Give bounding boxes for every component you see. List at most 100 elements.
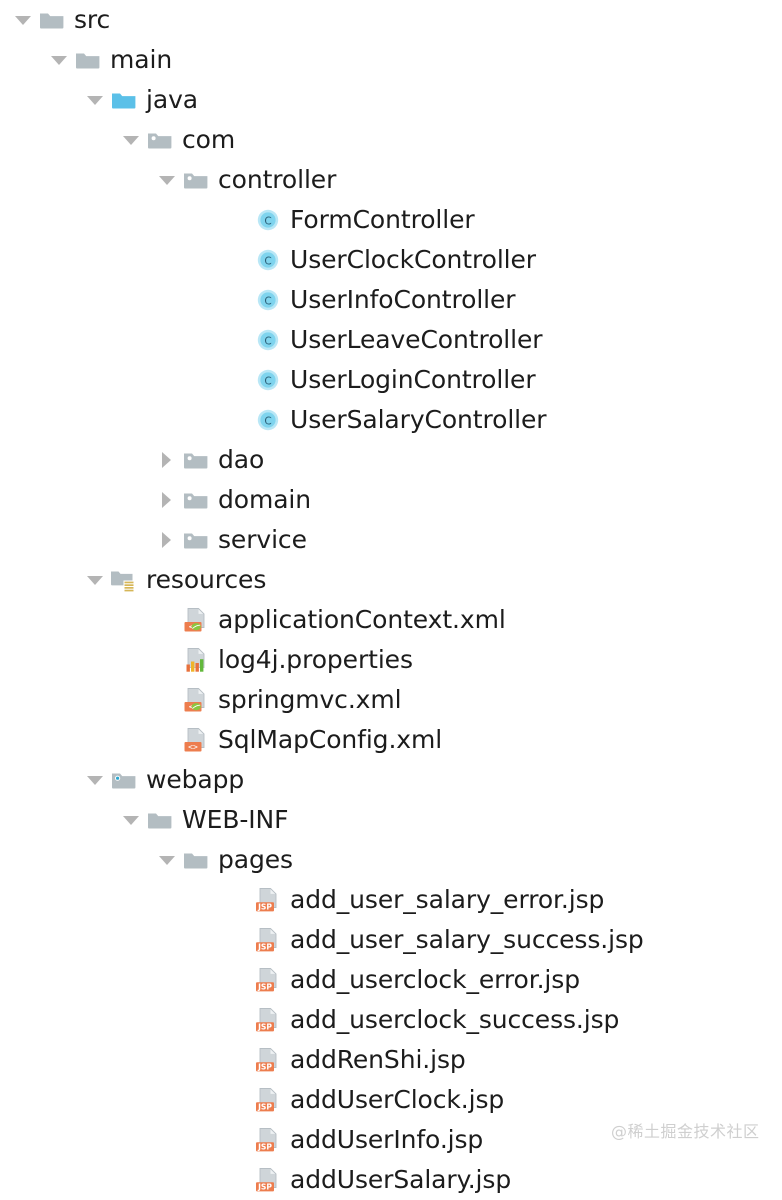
toggle-spacer: [228, 1169, 250, 1191]
chevron-down-icon[interactable]: [120, 809, 142, 831]
toggle-spacer: [228, 329, 250, 351]
chevron-right-icon[interactable]: [156, 529, 178, 551]
folder-package-icon: [182, 526, 210, 554]
java-class-icon: C: [254, 286, 282, 314]
xml-file-icon: <>: [182, 726, 210, 754]
tree-row[interactable]: JSP add_user_salary_error.jsp: [0, 880, 782, 920]
tree-row-label: add_user_salary_error.jsp: [290, 885, 605, 914]
svg-text:JSP: JSP: [257, 1183, 272, 1192]
chevron-down-icon[interactable]: [84, 769, 106, 791]
tree-row-label: add_userclock_success.jsp: [290, 1005, 620, 1034]
tree-row-label: com: [182, 125, 236, 154]
jsp-file-icon: JSP: [254, 1006, 282, 1034]
tree-row-label: pages: [218, 845, 293, 874]
tree-row[interactable]: WEB-INF: [0, 800, 782, 840]
spring-xml-icon: <: [182, 606, 210, 634]
tree-row[interactable]: C UserLoginController: [0, 360, 782, 400]
tree-row[interactable]: C UserSalaryController: [0, 400, 782, 440]
chevron-down-icon[interactable]: [156, 849, 178, 871]
toggle-spacer: [228, 209, 250, 231]
tree-row-label: domain: [218, 485, 312, 514]
tree-row[interactable]: domain: [0, 480, 782, 520]
jsp-file-icon: JSP: [254, 1046, 282, 1074]
svg-text:JSP: JSP: [257, 983, 272, 992]
jsp-file-icon: JSP: [254, 1086, 282, 1114]
tree-row-label: UserSalaryController: [290, 405, 547, 434]
tree-row-label: add_user_salary_success.jsp: [290, 925, 644, 954]
tree-row[interactable]: java: [0, 80, 782, 120]
tree-row-label: dao: [218, 445, 265, 474]
tree-row-label: addUserInfo.jsp: [290, 1125, 484, 1154]
tree-row[interactable]: com: [0, 120, 782, 160]
tree-row[interactable]: JSP addUserClock.jsp: [0, 1080, 782, 1120]
chevron-down-icon[interactable]: [84, 569, 106, 591]
toggle-spacer: [228, 969, 250, 991]
java-class-icon: C: [254, 366, 282, 394]
java-class-icon: C: [254, 326, 282, 354]
folder-package-icon: [182, 446, 210, 474]
tree-row-label: SqlMapConfig.xml: [218, 725, 443, 754]
tree-row[interactable]: log4j.properties: [0, 640, 782, 680]
toggle-spacer: [228, 1129, 250, 1151]
folder-package-icon: [182, 486, 210, 514]
tree-row-label: main: [110, 45, 173, 74]
svg-text:<>: <>: [188, 743, 198, 752]
tree-row-label: add_userclock_error.jsp: [290, 965, 580, 994]
chevron-down-icon[interactable]: [84, 89, 106, 111]
tree-row-label: UserLeaveController: [290, 325, 543, 354]
tree-row[interactable]: <springmvc.xml: [0, 680, 782, 720]
toggle-spacer: [228, 369, 250, 391]
tree-row[interactable]: C UserLeaveController: [0, 320, 782, 360]
svg-text:JSP: JSP: [257, 903, 272, 912]
jsp-file-icon: JSP: [254, 966, 282, 994]
folder-gray-icon: [182, 846, 210, 874]
tree-row[interactable]: src: [0, 0, 782, 40]
toggle-spacer: [156, 729, 178, 751]
chevron-down-icon[interactable]: [156, 169, 178, 191]
tree-row[interactable]: JSP add_userclock_success.jsp: [0, 1000, 782, 1040]
chevron-right-icon[interactable]: [156, 489, 178, 511]
chevron-down-icon[interactable]: [48, 49, 70, 71]
svg-text:JSP: JSP: [257, 1023, 272, 1032]
tree-row[interactable]: webapp: [0, 760, 782, 800]
spring-xml-icon: <: [182, 686, 210, 714]
tree-row-label: applicationContext.xml: [218, 605, 506, 634]
folder-package-icon: [146, 126, 174, 154]
jsp-file-icon: JSP: [254, 1126, 282, 1154]
tree-row[interactable]: JSP add_userclock_error.jsp: [0, 960, 782, 1000]
jsp-file-icon: JSP: [254, 926, 282, 954]
chevron-down-icon[interactable]: [120, 129, 142, 151]
folder-gray-icon: [146, 806, 174, 834]
tree-row[interactable]: JSP add_user_salary_success.jsp: [0, 920, 782, 960]
tree-row[interactable]: controller: [0, 160, 782, 200]
tree-row[interactable]: main: [0, 40, 782, 80]
folder-gray-icon: [74, 46, 102, 74]
tree-row[interactable]: JSP addUserInfo.jsp: [0, 1120, 782, 1160]
toggle-spacer: [228, 409, 250, 431]
svg-text:JSP: JSP: [257, 1063, 272, 1072]
tree-row[interactable]: <> SqlMapConfig.xml: [0, 720, 782, 760]
tree-row-label: log4j.properties: [218, 645, 413, 674]
tree-row-label: UserLoginController: [290, 365, 536, 394]
toggle-spacer: [156, 649, 178, 671]
java-class-icon: C: [254, 206, 282, 234]
toggle-spacer: [228, 1049, 250, 1071]
folder-package-icon: [182, 166, 210, 194]
tree-row-label: addUserClock.jsp: [290, 1085, 505, 1114]
java-class-icon: C: [254, 406, 282, 434]
tree-row[interactable]: < applicationContext.xml: [0, 600, 782, 640]
svg-text:C: C: [264, 415, 271, 427]
chevron-down-icon[interactable]: [12, 9, 34, 31]
chevron-right-icon[interactable]: [156, 449, 178, 471]
svg-text:C: C: [264, 215, 271, 227]
tree-row[interactable]: service: [0, 520, 782, 560]
tree-row[interactable]: pages: [0, 840, 782, 880]
tree-row[interactable]: resources: [0, 560, 782, 600]
tree-row[interactable]: dao: [0, 440, 782, 480]
